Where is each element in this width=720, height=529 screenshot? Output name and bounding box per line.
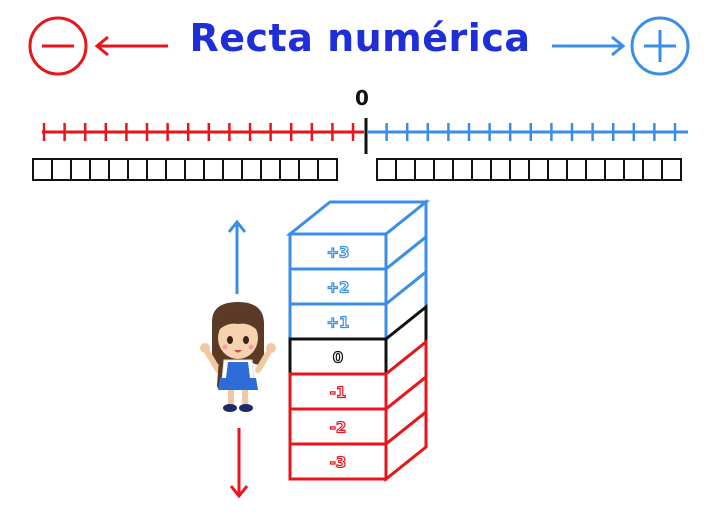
block-label: 0 bbox=[333, 349, 343, 367]
block-label: +1 bbox=[326, 314, 349, 332]
girl-character-illustration bbox=[200, 302, 276, 412]
block-stack: +3 +2 +1 0 -1 -2 -3 bbox=[285, 198, 431, 483]
block-label: +3 bbox=[326, 244, 349, 262]
page-title: Recta numérica bbox=[189, 16, 531, 60]
answer-box[interactable] bbox=[414, 158, 435, 181]
answer-box[interactable] bbox=[433, 158, 454, 181]
block-front-face bbox=[288, 232, 388, 271]
right-arrow-icon bbox=[552, 35, 626, 57]
zero-label: 0 bbox=[355, 86, 369, 110]
answer-box[interactable] bbox=[471, 158, 492, 181]
answer-box[interactable] bbox=[566, 158, 587, 181]
answer-box[interactable] bbox=[642, 158, 663, 181]
up-arrow-icon bbox=[227, 219, 247, 294]
plus-circle-icon bbox=[630, 16, 690, 76]
answer-box[interactable] bbox=[89, 158, 110, 181]
block-front-face bbox=[288, 337, 388, 376]
answer-box[interactable] bbox=[203, 158, 224, 181]
answer-box[interactable] bbox=[509, 158, 530, 181]
answer-box[interactable] bbox=[661, 158, 682, 181]
answer-box[interactable] bbox=[298, 158, 319, 181]
answer-box[interactable] bbox=[51, 158, 72, 181]
minus-circle-icon bbox=[28, 16, 88, 76]
block-front-face bbox=[288, 407, 388, 446]
answer-box[interactable] bbox=[623, 158, 644, 181]
block-front-face bbox=[288, 267, 388, 306]
answer-box[interactable] bbox=[279, 158, 300, 181]
answer-box[interactable] bbox=[241, 158, 262, 181]
block-front-face bbox=[288, 302, 388, 341]
answer-box[interactable] bbox=[317, 158, 338, 181]
answer-box[interactable] bbox=[604, 158, 625, 181]
answer-boxes-positive bbox=[376, 158, 682, 181]
answer-box[interactable] bbox=[70, 158, 91, 181]
answer-box[interactable] bbox=[146, 158, 167, 181]
answer-box[interactable] bbox=[222, 158, 243, 181]
block-label: +2 bbox=[326, 279, 349, 297]
block-label: -2 bbox=[330, 419, 347, 437]
answer-box[interactable] bbox=[452, 158, 473, 181]
block-front-face bbox=[288, 442, 388, 481]
answer-box[interactable] bbox=[547, 158, 568, 181]
answer-box[interactable] bbox=[490, 158, 511, 181]
number-line bbox=[42, 118, 688, 154]
answer-box[interactable] bbox=[108, 158, 129, 181]
answer-box[interactable] bbox=[585, 158, 606, 181]
answer-box[interactable] bbox=[32, 158, 53, 181]
answer-box[interactable] bbox=[260, 158, 281, 181]
answer-box[interactable] bbox=[528, 158, 549, 181]
answer-box[interactable] bbox=[127, 158, 148, 181]
block-label: -3 bbox=[330, 454, 347, 472]
block-front-face bbox=[288, 372, 388, 411]
block-label: -1 bbox=[330, 384, 347, 402]
answer-box[interactable] bbox=[165, 158, 186, 181]
answer-boxes-negative bbox=[32, 158, 338, 181]
answer-box[interactable] bbox=[376, 158, 397, 181]
answer-box[interactable] bbox=[184, 158, 205, 181]
down-arrow-icon bbox=[229, 428, 249, 499]
answer-box[interactable] bbox=[395, 158, 416, 181]
left-arrow-icon bbox=[94, 35, 168, 57]
